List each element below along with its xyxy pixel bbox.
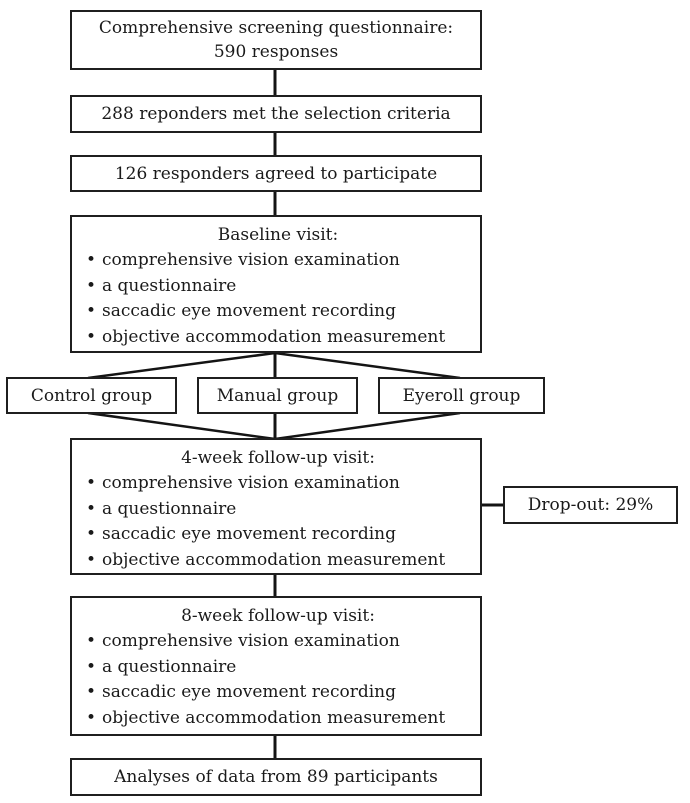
- node-dropout: Drop-out: 29%: [503, 486, 678, 524]
- baseline-item-text: saccadic eye movement recording: [102, 301, 397, 321]
- bullet-marker: •: [86, 524, 97, 544]
- edge-eyeroll-to-week4: [274, 411, 461, 441]
- bullet-marker: •: [86, 250, 97, 270]
- week8-item: • a questionnaire: [86, 655, 470, 681]
- bullet-marker: •: [86, 326, 97, 347]
- week4-item: • comprehensive vision examination: [86, 471, 470, 497]
- bullet-marker: •: [86, 631, 97, 651]
- node-manual-group: Manual group: [197, 377, 358, 414]
- dropout-text: Drop-out: 29%: [527, 495, 654, 515]
- node-baseline-visit: Baseline visit: • comprehensive vision e…: [70, 215, 482, 353]
- bullet-marker: •: [86, 275, 97, 296]
- bullet-marker: •: [86, 656, 97, 677]
- node-8-week-follow-up: 8-week follow-up visit: • comprehensive …: [70, 596, 482, 736]
- node-agreed-to-participate: 126 responders agreed to participate: [70, 155, 482, 192]
- node-analyses: Analyses of data from 89 participants: [70, 758, 482, 796]
- baseline-title: Baseline visit:: [217, 225, 339, 245]
- baseline-item: • comprehensive vision examination: [86, 248, 470, 274]
- manual-group-label: Manual group: [216, 385, 339, 406]
- week4-item-text: a questionnaire: [102, 498, 237, 519]
- edge-baseline-to-eyeroll: [274, 351, 461, 380]
- screening-line2: 590 responses: [213, 42, 339, 62]
- node-4-week-follow-up: 4-week follow-up visit: • comprehensive …: [70, 438, 482, 575]
- criteria-text: 288 reponders met the selection criteria: [101, 104, 451, 124]
- baseline-item-text: objective accommodation measurement: [102, 326, 446, 347]
- edge-control-to-week4: [87, 411, 276, 441]
- week8-title: 8-week follow-up visit:: [181, 606, 375, 626]
- baseline-item-text: a questionnaire: [102, 275, 237, 296]
- week8-item: • objective accommodation measurement: [86, 706, 470, 732]
- screening-line1: Comprehensive screening questionnaire:: [98, 18, 454, 38]
- week8-item: • saccadic eye movement recording: [86, 680, 470, 706]
- bullet-marker: •: [86, 301, 97, 321]
- edge-baseline-to-control: [87, 351, 276, 380]
- bullet-marker: •: [86, 549, 97, 570]
- node-screening-questionnaire: Comprehensive screening questionnaire: 5…: [70, 10, 482, 70]
- week8-item-text: a questionnaire: [102, 656, 237, 677]
- week4-title: 4-week follow-up visit:: [181, 448, 375, 468]
- baseline-item: • saccadic eye movement recording: [86, 299, 470, 325]
- eyeroll-group-label: Eyeroll group: [402, 385, 521, 406]
- week4-item: • saccadic eye movement recording: [86, 522, 470, 548]
- agreed-text: 126 responders agreed to participate: [114, 163, 438, 184]
- bullet-marker: •: [86, 682, 97, 702]
- week8-item-text: saccadic eye movement recording: [102, 682, 397, 702]
- node-selection-criteria: 288 reponders met the selection criteria: [70, 95, 482, 133]
- week8-item-text: comprehensive vision examination: [102, 631, 400, 651]
- node-control-group: Control group: [6, 377, 177, 414]
- baseline-item: • a questionnaire: [86, 274, 470, 300]
- analyses-text: Analyses of data from 89 participants: [114, 767, 438, 787]
- bullet-marker: •: [86, 498, 97, 519]
- bullet-marker: •: [86, 707, 97, 728]
- week4-item-text: comprehensive vision examination: [102, 473, 400, 493]
- control-group-label: Control group: [30, 385, 153, 406]
- bullet-marker: •: [86, 473, 97, 493]
- week4-item-text: objective accommodation measurement: [102, 549, 446, 570]
- week4-item-text: saccadic eye movement recording: [102, 524, 397, 544]
- week8-item-text: objective accommodation measurement: [102, 707, 446, 728]
- baseline-item: • objective accommodation measurement: [86, 325, 470, 351]
- week4-item: • objective accommodation measurement: [86, 548, 470, 574]
- week8-item: • comprehensive vision examination: [86, 629, 470, 655]
- week4-item: • a questionnaire: [86, 497, 470, 523]
- node-eyeroll-group: Eyeroll group: [378, 377, 545, 414]
- baseline-item-text: comprehensive vision examination: [102, 250, 400, 270]
